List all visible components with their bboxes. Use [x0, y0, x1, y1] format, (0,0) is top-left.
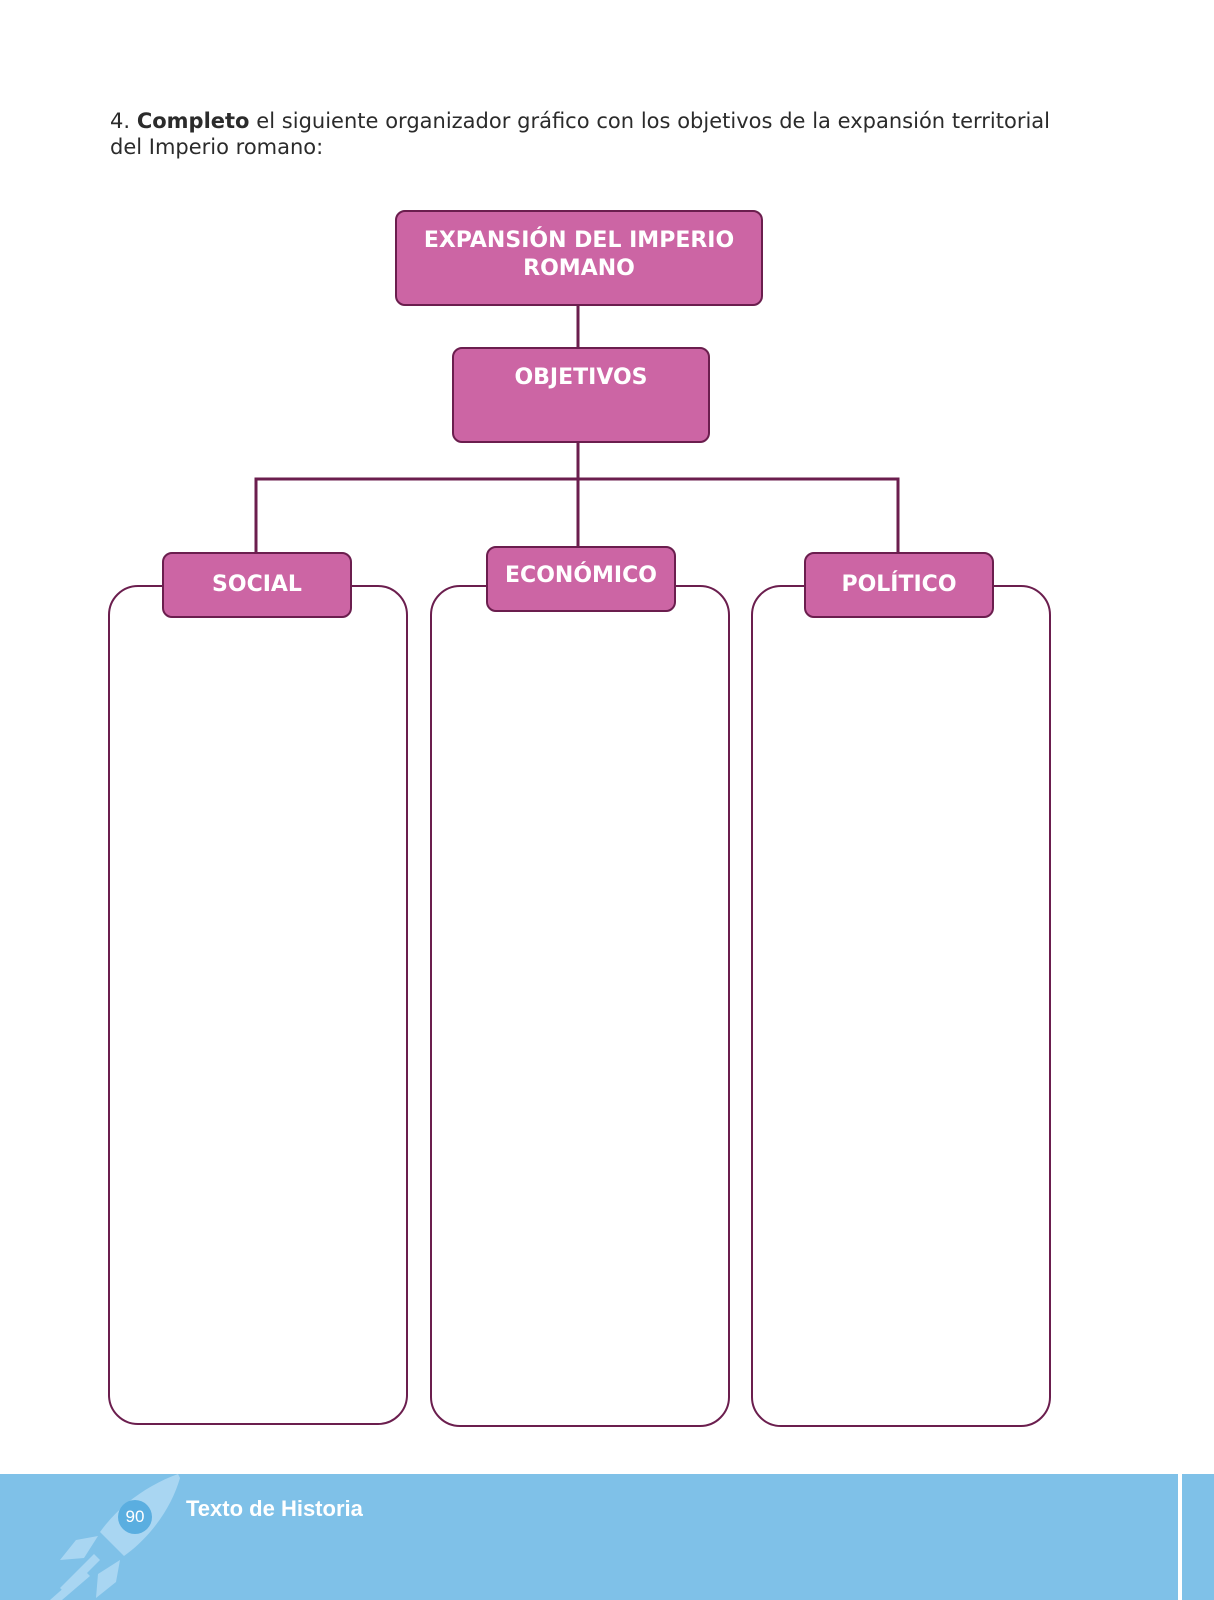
category-politico: POLÍTICO	[804, 552, 994, 618]
root-box: EXPANSIÓN DEL IMPERIO ROMANO	[395, 210, 763, 306]
politico-answer-area[interactable]	[751, 585, 1051, 1427]
page-footer: 90 Texto de Historia	[0, 1474, 1214, 1600]
social-answer-area[interactable]	[108, 585, 408, 1425]
instruction-body: el siguiente organizador gráfico con los…	[110, 109, 1051, 159]
footer-title: Texto de Historia	[186, 1496, 363, 1521]
rocket-icon	[50, 1474, 180, 1600]
economico-answer-area[interactable]	[430, 585, 730, 1427]
instruction-number: 4.	[110, 109, 131, 133]
page-number: 90	[118, 1500, 152, 1534]
category-economico: ECONÓMICO	[486, 546, 676, 612]
objectives-box: OBJETIVOS	[452, 347, 710, 443]
instruction-verb: Completo	[136, 109, 250, 133]
category-social: SOCIAL	[162, 552, 352, 618]
instruction-text: 4. Completo el siguiente organizador grá…	[110, 108, 1050, 160]
footer-divider	[1178, 1474, 1182, 1600]
